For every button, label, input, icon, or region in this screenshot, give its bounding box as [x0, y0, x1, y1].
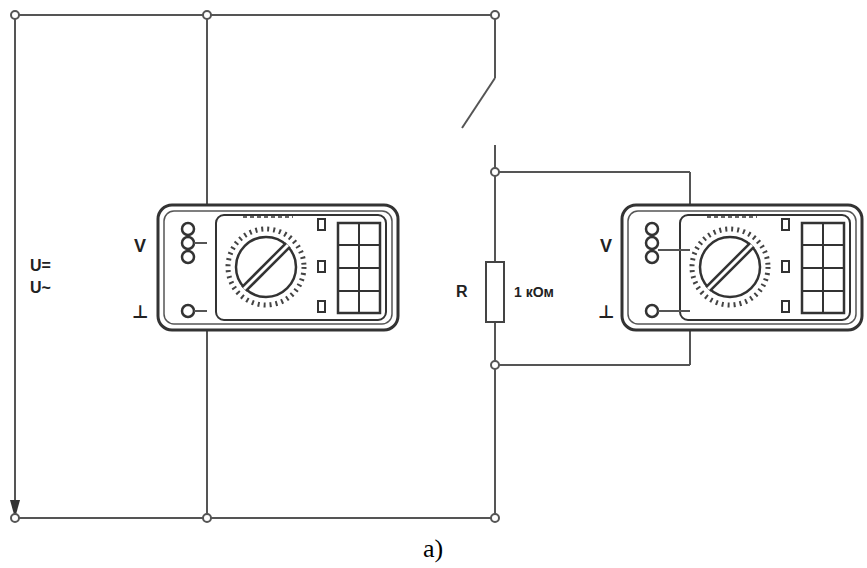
terminal-label: V [600, 237, 612, 255]
voltage-label: U~ [30, 280, 51, 296]
left-multimeter [158, 205, 398, 330]
ground-label: ⊥ [132, 303, 148, 321]
right-multimeter [622, 205, 862, 330]
resistance-value: 1 кОм [514, 285, 554, 299]
ground-label: ⊥ [598, 303, 614, 321]
voltage-label: U= [30, 258, 51, 274]
terminal-label: V [134, 237, 146, 255]
figure-caption: а) [423, 536, 443, 562]
terminals [11, 11, 499, 522]
component-name: R [456, 284, 468, 300]
resistor-symbol [486, 262, 504, 322]
wires [15, 15, 690, 518]
